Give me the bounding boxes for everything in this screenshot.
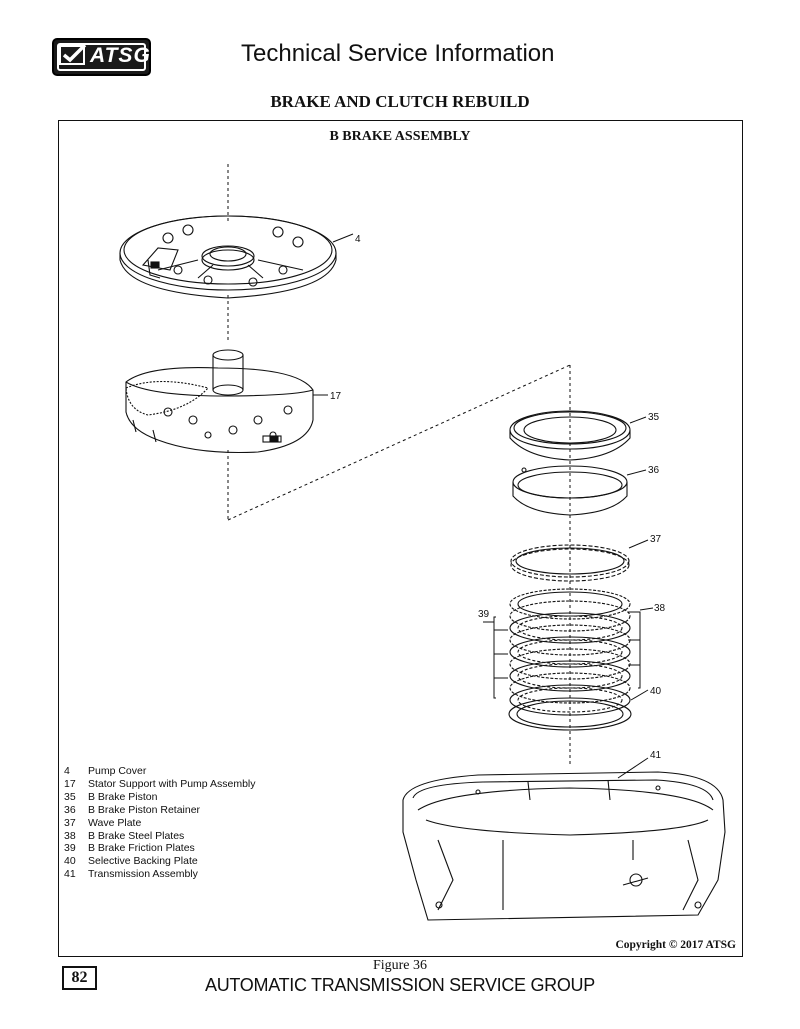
atsg-logo: ATSG <box>52 38 151 76</box>
clutch-pack-part <box>508 588 632 731</box>
figure-frame <box>58 120 743 957</box>
transmission-case-part <box>402 771 726 921</box>
page-number: 82 <box>62 966 97 990</box>
exploded-view-diagram: 4 17 35 36 37 38 39 40 41 <box>119 164 726 921</box>
figure-caption: Figure 36 <box>372 958 428 973</box>
wave-plate-part <box>510 544 630 582</box>
copyright-notice: Copyright © 2017 ATSG <box>615 939 736 951</box>
callout-36: 36 <box>648 465 660 476</box>
stator-support-part <box>125 349 314 454</box>
page-header-title: Technical Service Information <box>241 40 555 67</box>
callout-41: 41 <box>650 750 662 761</box>
assembly-title: B BRAKE ASSEMBLY <box>329 129 471 144</box>
callout-38: 38 <box>654 603 666 614</box>
pump-cover-part <box>119 215 337 299</box>
callout-39: 39 <box>478 609 490 620</box>
callout-37: 37 <box>650 534 662 545</box>
callout-17: 17 <box>330 391 342 402</box>
callout-40: 40 <box>650 686 662 697</box>
callout-35: 35 <box>648 412 660 423</box>
piston-retainer-part <box>512 465 628 516</box>
logo-text: ATSG <box>90 44 151 67</box>
callout-4: 4 <box>355 234 361 245</box>
page-footer: AUTOMATIC TRANSMISSION SERVICE GROUP <box>205 975 595 995</box>
section-title: BRAKE AND CLUTCH REBUILD <box>270 92 530 111</box>
checkmark-icon <box>59 44 87 65</box>
brake-piston-part <box>509 410 631 461</box>
